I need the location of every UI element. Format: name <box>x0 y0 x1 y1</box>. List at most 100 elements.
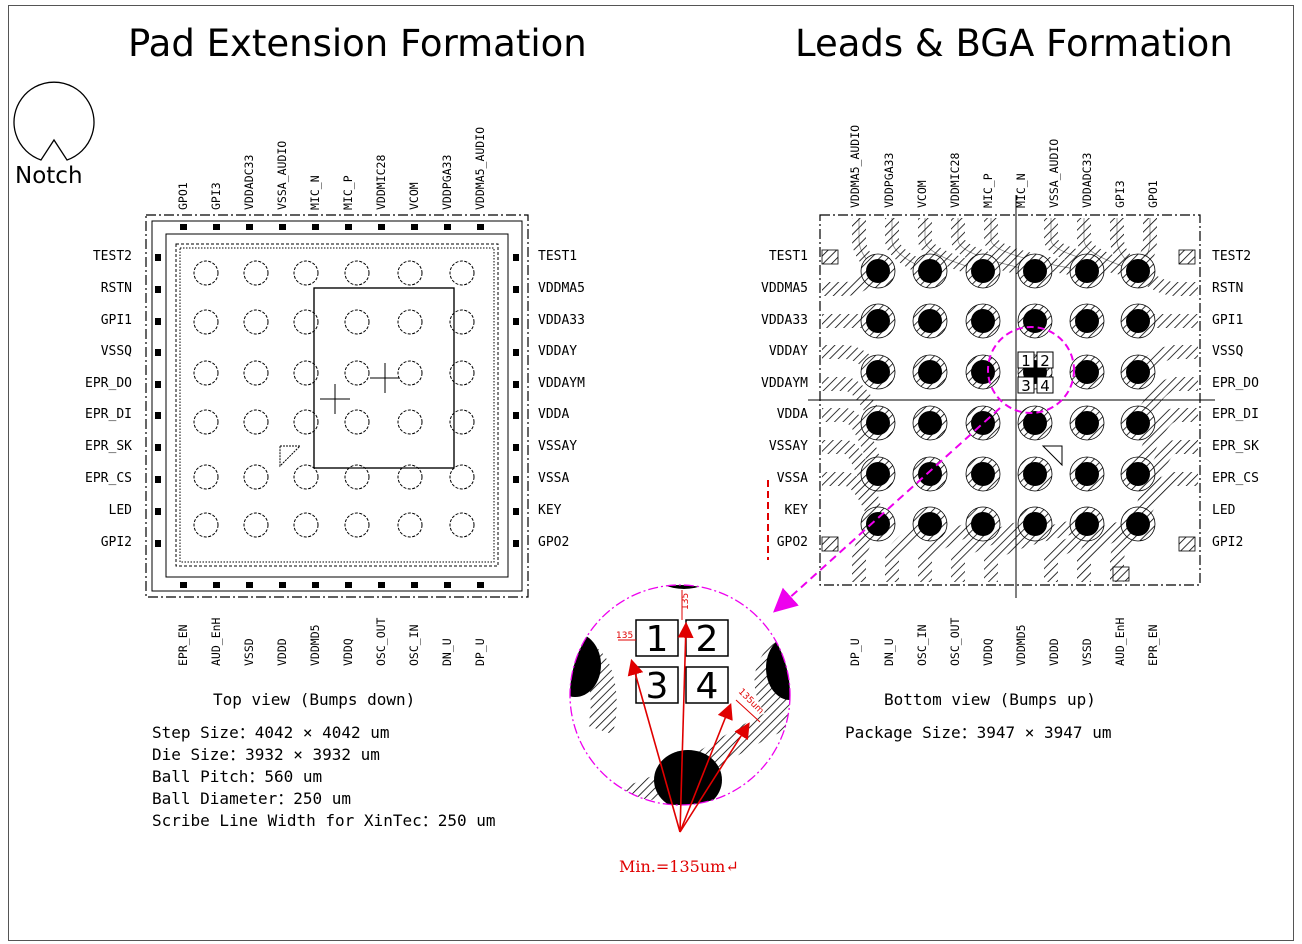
bga-ball <box>1075 512 1099 536</box>
notch-icon <box>13 81 95 161</box>
bga-ball <box>971 259 995 283</box>
bga-ball <box>1075 309 1099 333</box>
bump <box>193 464 219 490</box>
pad <box>155 444 161 451</box>
left-right-pin-label: VSSA <box>538 471 570 486</box>
right-right-pin-label: LED <box>1212 503 1236 518</box>
right-bottom-pin-label: VDDMD5 <box>1014 624 1028 666</box>
bump <box>397 309 423 335</box>
left-bottom-pin-label: DP_U <box>473 638 487 666</box>
bga-ball <box>866 259 890 283</box>
right-title: Leads & BGA Formation <box>795 22 1233 65</box>
bump <box>449 512 475 538</box>
left-top-pin-label: GPI3 <box>209 182 223 210</box>
right-right-pin-label: GPI2 <box>1212 535 1244 550</box>
bump <box>293 309 319 335</box>
bga-ball <box>1075 462 1099 486</box>
spec-scribe-line: Scribe Line Width for XinTec：250 um <box>152 811 496 830</box>
pad <box>513 254 519 261</box>
left-bottom-pin-label: EPR_EN <box>176 624 190 666</box>
bump <box>193 309 219 335</box>
small-cell-3: 3 <box>1021 377 1031 395</box>
right-specs: Package Size：3947 × 3947 um <box>845 722 1111 744</box>
bump <box>243 260 269 286</box>
left-right-pin-label: VDDA33 <box>538 313 585 328</box>
pad <box>279 224 286 230</box>
left-right-pin-label: VSSAY <box>538 439 578 454</box>
right-right-pin-label: TEST2 <box>1212 249 1252 264</box>
left-bottom-pin-label: OSC_IN <box>407 624 421 666</box>
left-side-pin-label: VSSQ <box>100 344 132 359</box>
left-bottom-pin-label: VDDQ <box>341 638 355 666</box>
bump <box>293 360 319 386</box>
bump <box>397 464 423 490</box>
bga-ball <box>866 462 890 486</box>
pad <box>378 224 385 230</box>
left-top-pin-label: VDDMIC28 <box>374 154 388 210</box>
bga-ball <box>1023 462 1047 486</box>
pad <box>246 224 253 230</box>
pad <box>279 582 286 588</box>
bump <box>243 360 269 386</box>
right-top-pin-label: VDDADC33 <box>1080 152 1094 208</box>
left-right-pin-label: VDDMA5 <box>538 281 585 296</box>
small-cell-4: 4 <box>1040 377 1050 395</box>
bump <box>449 409 475 435</box>
bump <box>243 512 269 538</box>
left-right-pin-label: VDDA <box>538 407 570 422</box>
left-top-pin-label: VDDMA5_AUDIO <box>473 126 487 210</box>
pad <box>513 318 519 325</box>
bga-ball <box>1126 259 1150 283</box>
bump <box>449 309 475 335</box>
left-bottom-pin-label: VSSD <box>242 638 256 666</box>
right-bottom-pin-label: VDDQ <box>981 638 995 666</box>
bump <box>344 360 370 386</box>
pad <box>155 476 161 483</box>
pad <box>155 412 161 419</box>
bump <box>243 409 269 435</box>
small-cell-grid <box>1017 351 1054 394</box>
small-cell-2: 2 <box>1040 352 1050 370</box>
bump <box>193 512 219 538</box>
left-top-pin-label: VCOM <box>407 182 421 210</box>
right-right-pin-label: RSTN <box>1212 281 1244 296</box>
bump <box>344 260 370 286</box>
dim-label-1: 135 <box>616 631 633 641</box>
right-right-pin-label: VSSQ <box>1212 344 1244 359</box>
left-specs: Step Size：4042 × 4042 um Die Size：3932 ×… <box>152 722 496 832</box>
pad <box>411 582 418 588</box>
bga-ball <box>1126 512 1150 536</box>
bga-ball <box>1075 360 1099 384</box>
pad <box>444 582 451 588</box>
pad <box>513 444 519 451</box>
pad <box>513 412 519 419</box>
left-bottom-pin-label: OSC_OUT <box>374 617 388 666</box>
pad <box>155 381 161 388</box>
left-right-pin-label: VDDAYM <box>538 376 585 391</box>
right-top-pin-label: VDDMA5_AUDIO <box>848 124 862 208</box>
right-top-pin-label: MIC_P <box>981 173 995 208</box>
bga-ball <box>971 411 995 435</box>
bga-ball <box>1126 462 1150 486</box>
pad <box>213 582 220 588</box>
zoom-detail: 135 135 135um 1 2 3 4 <box>569 584 791 833</box>
bga-ball <box>971 360 995 384</box>
right-top-pin-label: VSSA_AUDIO <box>1047 138 1061 208</box>
pad <box>477 582 484 588</box>
right-side-pin-label: TEST1 <box>768 249 808 264</box>
bump <box>344 309 370 335</box>
min-label: Min.=135um↵ <box>619 857 739 876</box>
pad <box>513 349 519 356</box>
bga-ball <box>1126 411 1150 435</box>
left-bottom-pin-label: VDDMD5 <box>308 624 322 666</box>
pad <box>213 224 220 230</box>
pad <box>444 224 451 230</box>
left-side-pin-label: TEST2 <box>92 249 132 264</box>
left-top-pin-label: VSSA_AUDIO <box>275 140 289 210</box>
bga-ball <box>1075 411 1099 435</box>
bga-ball <box>866 360 890 384</box>
left-right-pin-label: VDDAY <box>538 344 578 359</box>
pad <box>477 224 484 230</box>
right-side-pin-label: VDDA <box>776 407 808 422</box>
